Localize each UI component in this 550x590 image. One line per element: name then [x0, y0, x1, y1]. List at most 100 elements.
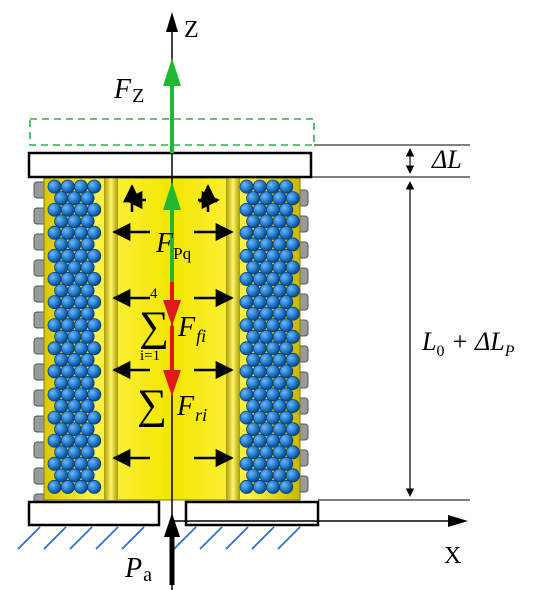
particle: [265, 341, 280, 356]
particle: [279, 271, 294, 286]
delta-l-label: ΔL: [431, 145, 462, 174]
particle: [67, 260, 82, 275]
particle: [259, 445, 274, 460]
particle: [67, 191, 82, 206]
particle: [252, 202, 267, 217]
particle: [279, 341, 294, 356]
particle: [67, 352, 82, 367]
particle: [74, 410, 89, 425]
particle: [67, 306, 82, 321]
particle: [60, 318, 75, 333]
particle: [239, 271, 254, 286]
particle: [47, 341, 62, 356]
particle: [259, 399, 274, 414]
particle: [279, 410, 294, 425]
fri-label: Fri: [176, 391, 207, 425]
particle: [47, 248, 62, 263]
particle: [285, 214, 300, 229]
particle: [265, 479, 280, 494]
particle: [279, 295, 294, 310]
particle: [67, 237, 82, 252]
particle: [47, 318, 62, 333]
particle: [74, 225, 89, 240]
particle: [87, 479, 102, 494]
ffi-arrowhead: [163, 300, 181, 326]
particle: [246, 352, 261, 367]
particle: [246, 329, 261, 344]
particle: [80, 352, 95, 367]
particle: [265, 410, 280, 425]
particle: [60, 225, 75, 240]
particle: [239, 202, 254, 217]
particle: [47, 433, 62, 448]
particle: [272, 375, 287, 390]
particle: [279, 318, 294, 333]
particle: [252, 271, 267, 286]
particle: [265, 225, 280, 240]
particle: [87, 271, 102, 286]
particle: [285, 306, 300, 321]
particle: [252, 318, 267, 333]
particle: [265, 433, 280, 448]
particle: [54, 352, 69, 367]
particle: [67, 329, 82, 344]
pa-arrowhead: [164, 513, 180, 537]
particle: [87, 456, 102, 471]
particle: [272, 399, 287, 414]
particle: [87, 364, 102, 379]
particle: [265, 179, 280, 194]
pressure-arrows: [112, 184, 234, 468]
particle: [87, 248, 102, 263]
particle: [87, 318, 102, 333]
z-axis-label: Z: [184, 17, 199, 43]
particle: [54, 468, 69, 483]
particle: [246, 260, 261, 275]
x-axis-label: X: [444, 543, 461, 569]
particle: [285, 468, 300, 483]
particle: [239, 410, 254, 425]
particle: [54, 306, 69, 321]
particle: [80, 214, 95, 229]
granular-particles: [47, 179, 300, 494]
particle: [74, 387, 89, 402]
particle: [47, 456, 62, 471]
particle: [252, 456, 267, 471]
particle: [60, 248, 75, 263]
particle: [60, 179, 75, 194]
particle: [80, 445, 95, 460]
particle: [285, 445, 300, 460]
particle: [87, 179, 102, 194]
ffi-label: Ffi: [177, 312, 206, 346]
bottom-plate-left: [27, 500, 161, 527]
particle: [265, 248, 280, 263]
particle: [74, 364, 89, 379]
particle: [279, 202, 294, 217]
particle: [259, 260, 274, 275]
particle: [252, 410, 267, 425]
particle: [279, 225, 294, 240]
particle: [252, 179, 267, 194]
particle: [239, 295, 254, 310]
inner-wall-left: [104, 178, 118, 500]
particle: [246, 468, 261, 483]
hatch-line: [199, 526, 223, 550]
particle: [246, 283, 261, 298]
particle: [272, 306, 287, 321]
top-plate: [27, 151, 313, 179]
particle: [74, 202, 89, 217]
particle: [60, 479, 75, 494]
particle: [87, 387, 102, 402]
particle: [272, 214, 287, 229]
particle: [265, 318, 280, 333]
particle: [60, 387, 75, 402]
sum-symbol-fri: ∑: [137, 382, 167, 428]
particle: [47, 295, 62, 310]
particle: [74, 179, 89, 194]
particle: [239, 364, 254, 379]
particle: [67, 283, 82, 298]
pa-label: Pa: [124, 553, 152, 586]
hatch-line: [251, 526, 275, 550]
particle: [246, 237, 261, 252]
particle: [279, 248, 294, 263]
particle: [259, 468, 274, 483]
